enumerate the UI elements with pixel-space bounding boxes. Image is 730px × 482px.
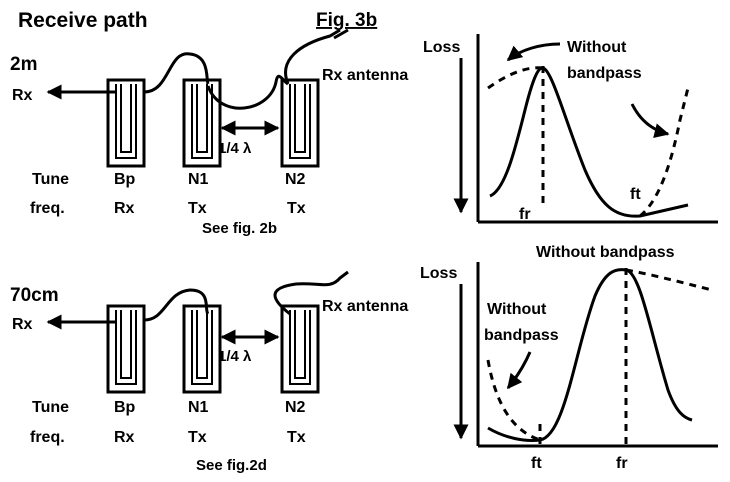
antenna-label: Rx antenna [322, 67, 408, 84]
tune-label-70cm: Tune [32, 399, 69, 416]
bp-resonator-70cm [106, 304, 146, 394]
without-bandpass-curve-left [487, 66, 544, 90]
n1-label-70cm: N1 [188, 399, 209, 416]
without-bandpass-label-top: Without bandpass [536, 244, 675, 261]
annotation-arrow-left-70cm [506, 351, 532, 390]
n1-tune-tx-70cm: Tx [188, 429, 207, 446]
rx-output-label-70cm: Rx [12, 316, 33, 333]
without-bandpass-curve-left-70cm [486, 359, 541, 442]
n1-notch-resonator [182, 78, 222, 168]
cable-bp-n1-70cm [143, 288, 210, 322]
without-bandpass-label-left-2: bandpass [484, 327, 559, 344]
quarter-wave-label-70cm: 1/4 λ [218, 348, 252, 365]
quarter-wave-label: 1/4 λ [218, 140, 252, 157]
ft-label: ft [630, 186, 641, 203]
n1-notch-resonator-70cm [182, 304, 222, 394]
bottom-loss-graph: Loss ft fr Without bandpass Without band… [420, 244, 718, 472]
loss-axis-label-70cm: Loss [420, 265, 457, 282]
band-label-2m: 2m [10, 54, 37, 75]
without-bandpass-curve-right-70cm [625, 268, 713, 292]
tune-label: Tune [32, 171, 69, 188]
see-fig-label: See fig. 2b [202, 220, 277, 237]
antenna-label-70cm: Rx antenna [322, 298, 408, 315]
n2-notch-resonator [280, 78, 320, 168]
annotation-arrow-right [630, 103, 670, 138]
n2-tune-tx-70cm: Tx [287, 429, 306, 446]
rx-output-label: Rx [12, 87, 33, 104]
response-curve-70cm [487, 268, 693, 442]
response-curve [489, 66, 689, 218]
without-bandpass-label-1: Without [567, 39, 627, 56]
bp-label-70cm: Bp [114, 399, 136, 416]
see-fig-label-70cm: See fig.2d [196, 457, 267, 474]
fr-label: fr [519, 206, 531, 223]
bp-resonator [106, 78, 146, 168]
n1-label: N1 [188, 171, 209, 188]
n2-label-70cm: N2 [285, 399, 306, 416]
bp-label: Bp [114, 171, 136, 188]
cable-n1-n2 [206, 74, 289, 110]
fr-label-70cm: fr [616, 455, 628, 472]
top-loss-graph: Loss fr ft Without bandpass [423, 34, 718, 224]
bp-tune-rx-70cm: Rx [114, 429, 135, 446]
top-receive-chain: 2m Rx Rx antenna 1/4 λ [10, 28, 408, 237]
ft-label-70cm: ft [531, 455, 542, 472]
diagram-title: Receive path [18, 9, 148, 32]
loss-axis-label: Loss [423, 39, 460, 56]
cable-to-antenna-70cm [273, 270, 349, 316]
bottom-receive-chain: 70cm Rx Rx antenna 1/4 λ Tune Bp N1 N2 f… [10, 270, 408, 474]
figure-label: Fig. 3b [316, 10, 377, 31]
n2-label: N2 [285, 171, 306, 188]
freq-label-70cm: freq. [30, 429, 65, 446]
bp-tune-rx: Rx [114, 200, 135, 217]
annotation-arrow-left [506, 42, 561, 62]
n2-tune-tx: Tx [287, 200, 306, 217]
without-bandpass-curve-right [639, 87, 690, 218]
n2-notch-resonator-70cm [280, 304, 320, 394]
n1-tune-tx: Tx [188, 200, 207, 217]
band-label-70cm: 70cm [10, 285, 59, 306]
freq-label: freq. [30, 200, 65, 217]
cable-to-antenna [284, 28, 341, 85]
cable-bp-n1 [143, 52, 210, 94]
without-bandpass-label-2: bandpass [567, 65, 642, 82]
antenna-stub [333, 28, 349, 40]
without-bandpass-label-left-1: Without [487, 301, 547, 318]
